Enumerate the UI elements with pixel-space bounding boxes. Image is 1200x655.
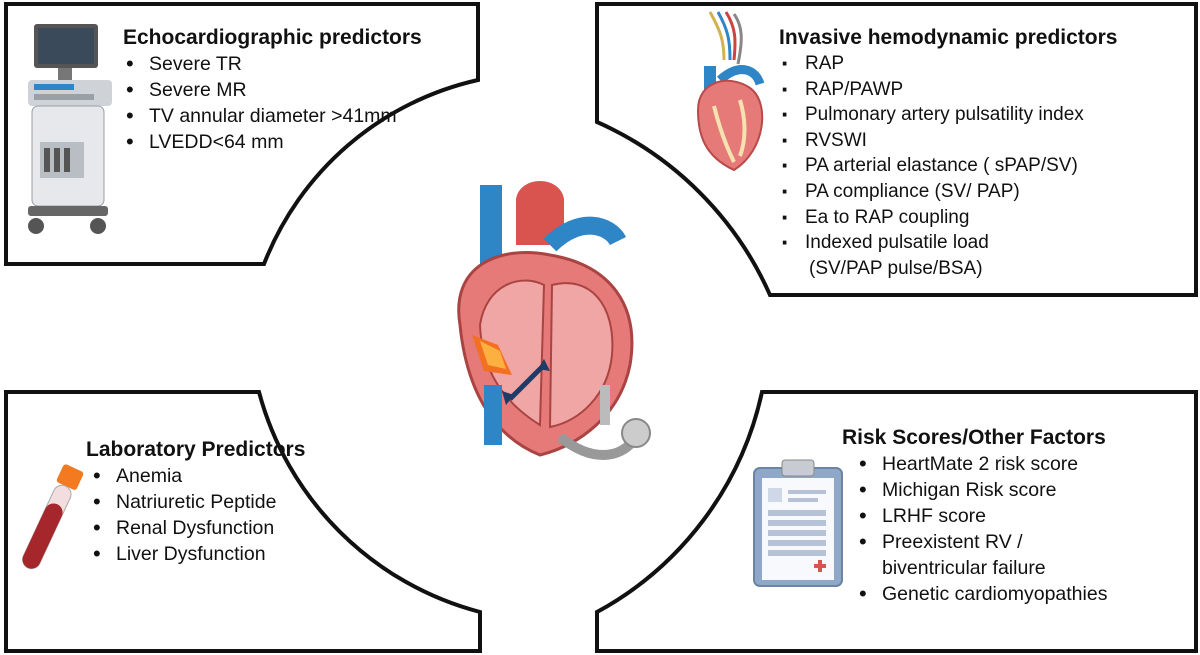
invasive-panel-border — [595, 2, 1198, 297]
list-item: RAP/PAWP — [779, 77, 1117, 103]
lab-panel-border — [4, 390, 482, 653]
list-item: RAP — [779, 51, 1117, 77]
list-item: Pulmonary artery pulsatility index — [779, 102, 1117, 128]
invasive-panel: Invasive hemodynamic predictors RAP RAP/… — [779, 25, 1117, 281]
list-item: Anemia — [90, 463, 305, 489]
risk-panel-border — [595, 390, 1198, 653]
risk-title: Risk Scores/Other Factors — [842, 426, 1106, 449]
list-item: Indexed pulsatile load — [779, 230, 1117, 256]
echo-list: Severe TR Severe MR TV annular diameter … — [123, 51, 422, 155]
list-item: Michigan Risk score — [856, 477, 1107, 503]
list-item: RVSWI — [779, 128, 1117, 154]
list-item: biventricular failure — [882, 557, 1046, 579]
risk-list: HeartMate 2 risk score Michigan Risk sco… — [856, 451, 1107, 607]
list-item: Liver Dysfunction — [90, 541, 305, 567]
list-item: PA compliance (SV/ PAP) — [779, 179, 1117, 205]
list-item: Natriuretic Peptide — [90, 489, 305, 515]
echo-panel: Echocardiographic predictors Severe TR S… — [123, 25, 422, 155]
list-item: (SV/PAP pulse/BSA) — [809, 257, 983, 279]
clipboard-icon — [753, 459, 843, 587]
list-item: Ea to RAP coupling — [779, 205, 1117, 231]
list-item: Renal Dysfunction — [90, 515, 305, 541]
list-item: LVEDD<64 mm — [123, 129, 422, 155]
lab-panel: Laboratory Predictors Anemia Natriuretic… — [86, 437, 305, 567]
ultrasound-machine-icon — [28, 24, 112, 234]
heart-catheter-icon — [696, 11, 765, 172]
echo-title: Echocardiographic predictors — [123, 26, 422, 49]
list-item: Genetic cardiomyopathies — [856, 581, 1107, 607]
list-item: Preexistent RV / — [856, 529, 1107, 555]
list-item: LRHF score — [856, 503, 1107, 529]
list-item: PA arterial elastance ( sPAP/SV) — [779, 153, 1117, 179]
lab-title: Laboratory Predictors — [86, 438, 306, 461]
blood-tube-icon — [22, 464, 84, 570]
list-item: TV annular diameter >41mm — [123, 103, 422, 129]
heart-lvad-icon — [457, 181, 651, 460]
risk-panel: Risk Scores/Other Factors HeartMate 2 ri… — [842, 425, 1107, 607]
lab-list: Anemia Natriuretic Peptide Renal Dysfunc… — [90, 463, 305, 567]
list-item: HeartMate 2 risk score — [856, 451, 1107, 477]
invasive-title: Invasive hemodynamic predictors — [779, 26, 1118, 49]
list-item: Severe TR — [123, 51, 422, 77]
invasive-list: RAP RAP/PAWP Pulmonary artery pulsatilit… — [779, 51, 1117, 281]
list-item: Severe MR — [123, 77, 422, 103]
